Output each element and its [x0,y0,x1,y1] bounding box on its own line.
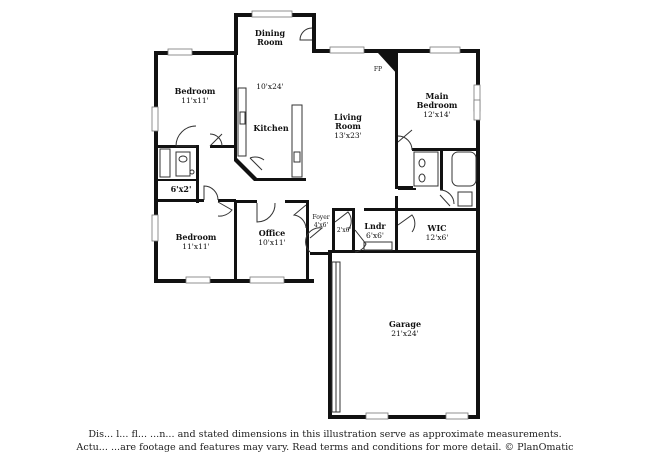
main-bedroom-label-1: Main [426,91,449,101]
living-label-2: Room [335,121,361,131]
dining-label-2: Room [257,37,283,47]
main-bedroom-label-2: Bedroom [417,100,458,110]
disclaimer-line-1: Dis... l... fl... ...n... and stated dim… [88,429,562,440]
wic-dims: 12'x6' [426,233,449,242]
laundry-dims: 6'x6' [366,231,384,240]
garage-dims: 21'x24' [391,329,418,338]
office-label: Office [259,228,286,238]
foyer-dims: 4'x6' [314,222,329,229]
doors [175,27,455,253]
kitchen-label: Kitchen [253,123,288,133]
fixtures [159,87,477,413]
dining-label-1: Dining [255,28,286,38]
laundry-label: Lndr [364,221,386,231]
kitchen-dims: 10'x24' [256,82,283,91]
hall-bath-dims: 6'x2' [171,184,192,194]
windows [151,10,481,420]
bedroom-top-label: Bedroom [175,86,216,96]
closet-dims: 2'x6' [337,227,352,234]
bedroom-bottom-label: Bedroom [176,232,217,242]
foyer-label: Foyer [312,214,329,221]
disclaimer-line-2: Actu... ...are footage and features may … [76,442,574,453]
bedroom-top-dims: 11'x11' [181,96,208,105]
wic-label: WIC [426,223,446,233]
living-label-1: Living [334,112,362,122]
main-bedroom-dims: 12'x14' [423,110,450,119]
living-dims: 13'x23' [334,131,361,140]
bedroom-bottom-dims: 11'x11' [182,242,209,251]
room-labels: Dining Room 10'x24' Kitchen Bedroom 11'x… [171,28,458,338]
garage-label: Garage [389,319,421,329]
fireplace-label: FP [374,66,382,73]
office-dims: 10'x11' [258,238,285,247]
